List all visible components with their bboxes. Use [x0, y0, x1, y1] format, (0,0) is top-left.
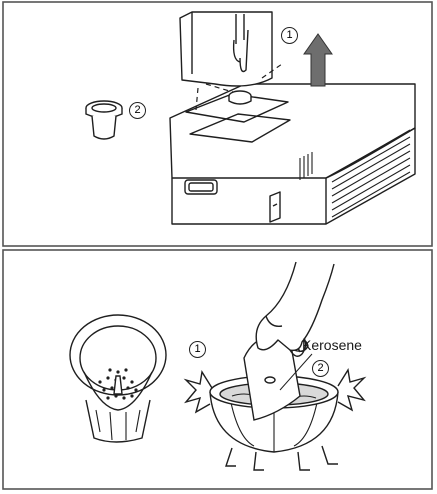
step-number-cap: 2: [129, 102, 146, 119]
arrow-up-icon: [304, 34, 332, 86]
kerosene-label: Kerosene: [302, 337, 362, 353]
bottom-panel-frame: [3, 250, 432, 489]
heater-body: [170, 84, 415, 224]
fuel-cap-icon: [86, 101, 122, 139]
step-number-lift: 1: [281, 27, 298, 44]
filter-cup-icon: [70, 315, 166, 442]
step-number-filter: 1: [189, 341, 206, 358]
step-number-dip: 2: [312, 360, 329, 377]
